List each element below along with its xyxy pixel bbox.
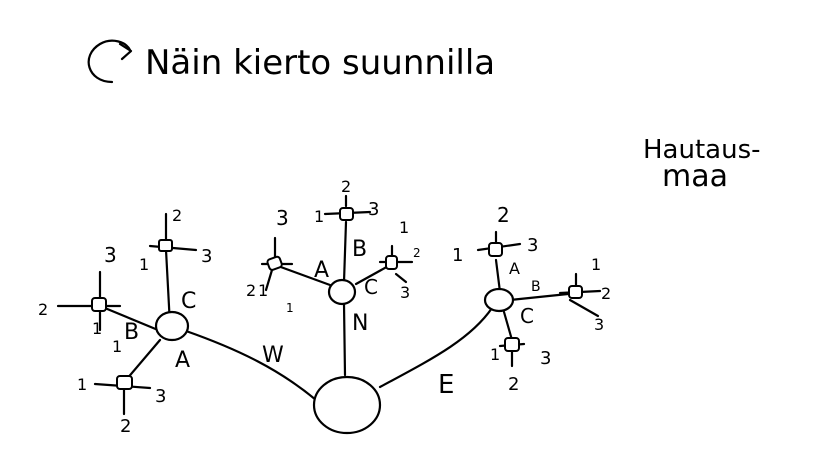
- center-top-subnode: [339, 207, 354, 221]
- center-node-label-b: B: [352, 237, 367, 262]
- center-node-group: A B C 2 1 3 3 2 1 1 1 2 3: [246, 177, 421, 315]
- left-top-sub-label-1: 1: [139, 255, 149, 274]
- page-title: Näin kierto suunnilla: [145, 43, 495, 83]
- hub-node: [312, 375, 382, 435]
- edge-east: [378, 306, 494, 389]
- left-bottom-subnode: [116, 375, 133, 390]
- clockwise-arrow-icon: [87, 39, 133, 84]
- center-left-sub-label-4: 1: [286, 301, 294, 315]
- right-right-sub-label-1: 1: [591, 255, 601, 274]
- left-top-subnode: [158, 239, 173, 252]
- center-node: [327, 278, 357, 306]
- side-note-line1: Hautaus-: [643, 135, 761, 165]
- left-left-subnode: [91, 297, 107, 312]
- center-left-sub-label-1: 1: [258, 281, 268, 300]
- left-node-label-b: B: [124, 320, 139, 345]
- left-left-sub-label-2: 2: [38, 300, 48, 319]
- main-edges: [184, 302, 494, 402]
- left-node-group: C B A 2 1 3 3 1 2 1 1 2 3: [38, 206, 212, 437]
- left-top-sub-label-3: 3: [201, 246, 212, 267]
- right-node-label-c: C: [520, 304, 534, 328]
- center-node-label-a: A: [314, 258, 329, 283]
- right-top-subnode: [488, 242, 503, 257]
- center-top-sub-label-1: 1: [314, 207, 324, 226]
- edge-label-west: W: [262, 343, 284, 368]
- edge-label-north: N: [352, 311, 368, 336]
- right-bottom-subnode: [504, 337, 520, 352]
- edge-label-east: E: [438, 370, 454, 400]
- center-right-sub-label-2: 2: [413, 246, 421, 260]
- center-left-sub-label-2: 2: [246, 281, 256, 300]
- right-top-sub-label-3: 3: [527, 235, 538, 256]
- right-right-sub-label-2: 2: [601, 284, 611, 303]
- right-node: [483, 287, 515, 313]
- left-bottom-sub-label-1: 1: [77, 375, 87, 394]
- edge-west: [184, 329, 318, 402]
- right-top-sub-label-2: 2: [497, 203, 510, 227]
- center-top-sub-label-3: 3: [368, 199, 379, 220]
- right-top-sub-label-1: 1: [452, 245, 463, 266]
- left-left-sub-label-1: 1: [92, 319, 102, 338]
- right-right-subnode: [568, 285, 583, 299]
- left-top-sub-label-2: 2: [172, 206, 182, 225]
- center-right-sub-label-3: 3: [400, 283, 410, 302]
- right-node-label-a: A: [509, 259, 520, 278]
- center-right-sub-label-1: 1: [399, 218, 409, 237]
- left-node-label-a: A: [175, 348, 190, 373]
- right-bottom-sub-label-1: 1: [490, 345, 500, 364]
- center-right-subnode: [385, 255, 398, 270]
- left-node: [154, 310, 190, 342]
- edge-north: [342, 302, 347, 377]
- center-top-sub-label-2: 2: [341, 177, 351, 196]
- left-left-sub-label-3: 1: [112, 337, 122, 356]
- center-left-sub-label-3: 3: [276, 206, 289, 230]
- center-left-subnode: [266, 255, 283, 271]
- right-node-label-b: B: [531, 279, 541, 295]
- left-node-label-c: C: [181, 289, 196, 314]
- right-right-sub-label-3: 3: [594, 315, 604, 334]
- center-node-label-c: C: [364, 275, 378, 299]
- left-bottom-sub-label-3: 3: [155, 386, 166, 407]
- left-top-sub-label-extra: 3: [104, 243, 117, 267]
- right-bottom-sub-label-2: 2: [508, 374, 519, 395]
- side-note-line2: maa: [662, 159, 728, 194]
- right-node-group: A B C 2 1 3 1 2 3 1 2 3: [452, 203, 611, 395]
- left-bottom-sub-label-2: 2: [120, 416, 131, 437]
- right-bottom-sub-label-3: 3: [540, 348, 551, 369]
